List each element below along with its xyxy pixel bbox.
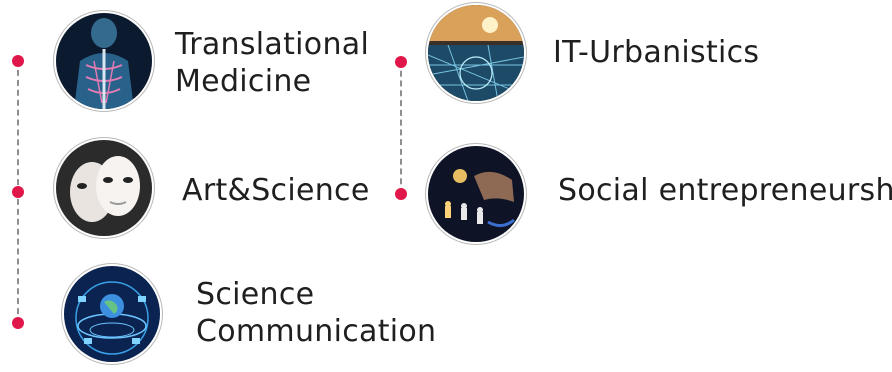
timeline-dot-science-communication [12, 317, 24, 329]
label-line: Medicine [175, 64, 312, 99]
label-it-urbanistics: IT-Urbanistics [553, 34, 759, 71]
theatre-masks-image [56, 140, 152, 236]
label-line: Science [196, 277, 315, 312]
label-art-science: Art&Science [182, 172, 370, 209]
label-science-communication: Science Communication [196, 276, 436, 350]
digital-city-image [428, 5, 524, 101]
timeline-dot-social-entrepreneurship [395, 188, 407, 200]
label-line: IT-Urbanistics [553, 35, 760, 70]
label-line: Art&Science [182, 173, 370, 208]
timeline-dot-translational-medicine [12, 55, 24, 67]
timeline-dot-art-science [12, 186, 24, 198]
human-anatomy-image [56, 13, 152, 109]
timeline-connector-right [400, 61, 402, 194]
label-line: Communication [196, 314, 437, 349]
label-line: Social entrepreneurship [558, 173, 892, 208]
label-line: Translational [175, 27, 370, 62]
label-translational-medicine: Translational Medicine [175, 26, 369, 100]
label-social-entrepreneurship: Social entrepreneurship [558, 172, 892, 209]
hand-pawns-image [428, 146, 524, 242]
digital-globe-image [64, 266, 160, 362]
timeline-dot-it-urbanistics [395, 56, 407, 68]
